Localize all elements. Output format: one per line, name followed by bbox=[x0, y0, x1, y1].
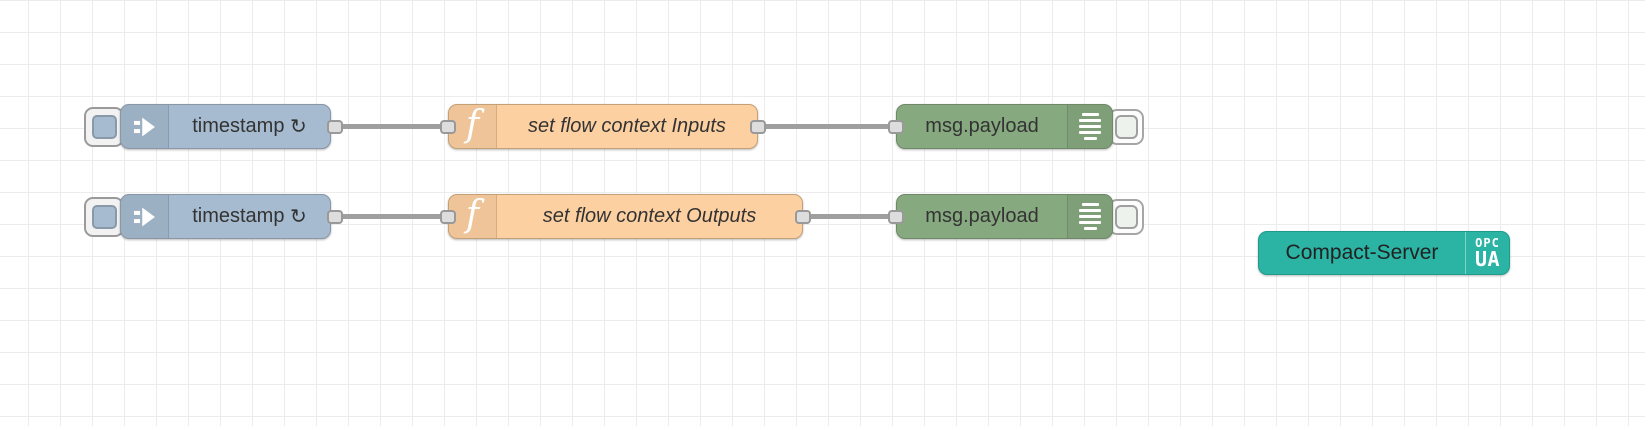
opcua-compact-server-node[interactable]: Compact-Server OPC UA bbox=[1258, 231, 1510, 275]
wire-inject-to-function-1[interactable] bbox=[335, 124, 448, 129]
inject-node-label: timestamp ↻ bbox=[169, 195, 330, 238]
debug-enable-toggle[interactable] bbox=[1108, 109, 1144, 145]
output-port[interactable] bbox=[750, 120, 766, 134]
debug-lines-icon bbox=[1079, 113, 1101, 140]
inject-trigger-button[interactable] bbox=[84, 107, 124, 147]
inject-trigger-button-face bbox=[92, 205, 117, 229]
function-icon: f bbox=[449, 195, 497, 238]
debug-enable-toggle-face bbox=[1115, 115, 1138, 139]
inject-trigger-button-face bbox=[92, 115, 117, 139]
function-f-icon: f bbox=[465, 193, 480, 235]
output-port[interactable] bbox=[795, 210, 811, 224]
inject-node-timestamp-2[interactable]: timestamp ↻ bbox=[120, 194, 331, 239]
inject-arrow-icon bbox=[133, 117, 155, 136]
inject-icon bbox=[121, 195, 169, 238]
input-port[interactable] bbox=[888, 210, 904, 224]
input-port[interactable] bbox=[440, 210, 456, 224]
output-port[interactable] bbox=[327, 120, 343, 134]
inject-node-label: timestamp ↻ bbox=[169, 105, 330, 148]
debug-node-msg-payload-2[interactable]: msg.payload bbox=[896, 194, 1113, 239]
function-f-icon: f bbox=[465, 103, 480, 145]
debug-node-msg-payload-1[interactable]: msg.payload bbox=[896, 104, 1113, 149]
repeat-indicator-icon: ↻ bbox=[290, 116, 307, 138]
inject-label-text: timestamp bbox=[192, 205, 285, 227]
repeat-indicator-icon: ↻ bbox=[290, 206, 307, 228]
inject-trigger-button[interactable] bbox=[84, 197, 124, 237]
inject-node-timestamp-1[interactable]: timestamp ↻ bbox=[120, 104, 331, 149]
debug-node-label: msg.payload bbox=[925, 205, 1039, 227]
debug-icon bbox=[1067, 105, 1112, 148]
debug-enable-toggle-face bbox=[1115, 205, 1138, 229]
wire-inject-to-function-2[interactable] bbox=[335, 214, 448, 219]
wire-function-to-debug-1[interactable] bbox=[758, 124, 896, 129]
debug-icon bbox=[1067, 195, 1112, 238]
output-port[interactable] bbox=[327, 210, 343, 224]
ua-badge-text: UA bbox=[1474, 247, 1501, 271]
input-port[interactable] bbox=[888, 120, 904, 134]
debug-lines-icon bbox=[1079, 203, 1101, 230]
debug-node-label: msg.payload bbox=[925, 115, 1039, 137]
function-node-set-flow-context-outputs[interactable]: f set flow context Outputs bbox=[448, 194, 803, 239]
opc-ua-badge-icon: OPC UA bbox=[1465, 232, 1509, 274]
debug-enable-toggle[interactable] bbox=[1108, 199, 1144, 235]
function-node-set-flow-context-inputs[interactable]: f set flow context Inputs bbox=[448, 104, 758, 149]
input-port[interactable] bbox=[440, 120, 456, 134]
function-icon: f bbox=[449, 105, 497, 148]
server-node-label: Compact-Server bbox=[1285, 241, 1439, 264]
function-node-label: set flow context Outputs bbox=[542, 205, 757, 227]
opc-badge-text: OPC bbox=[1475, 236, 1500, 250]
inject-label-text: timestamp bbox=[192, 115, 285, 137]
function-node-label: set flow context Inputs bbox=[528, 115, 726, 137]
inject-icon bbox=[121, 105, 169, 148]
wire-function-to-debug-2[interactable] bbox=[803, 214, 896, 219]
inject-arrow-icon bbox=[133, 207, 155, 226]
